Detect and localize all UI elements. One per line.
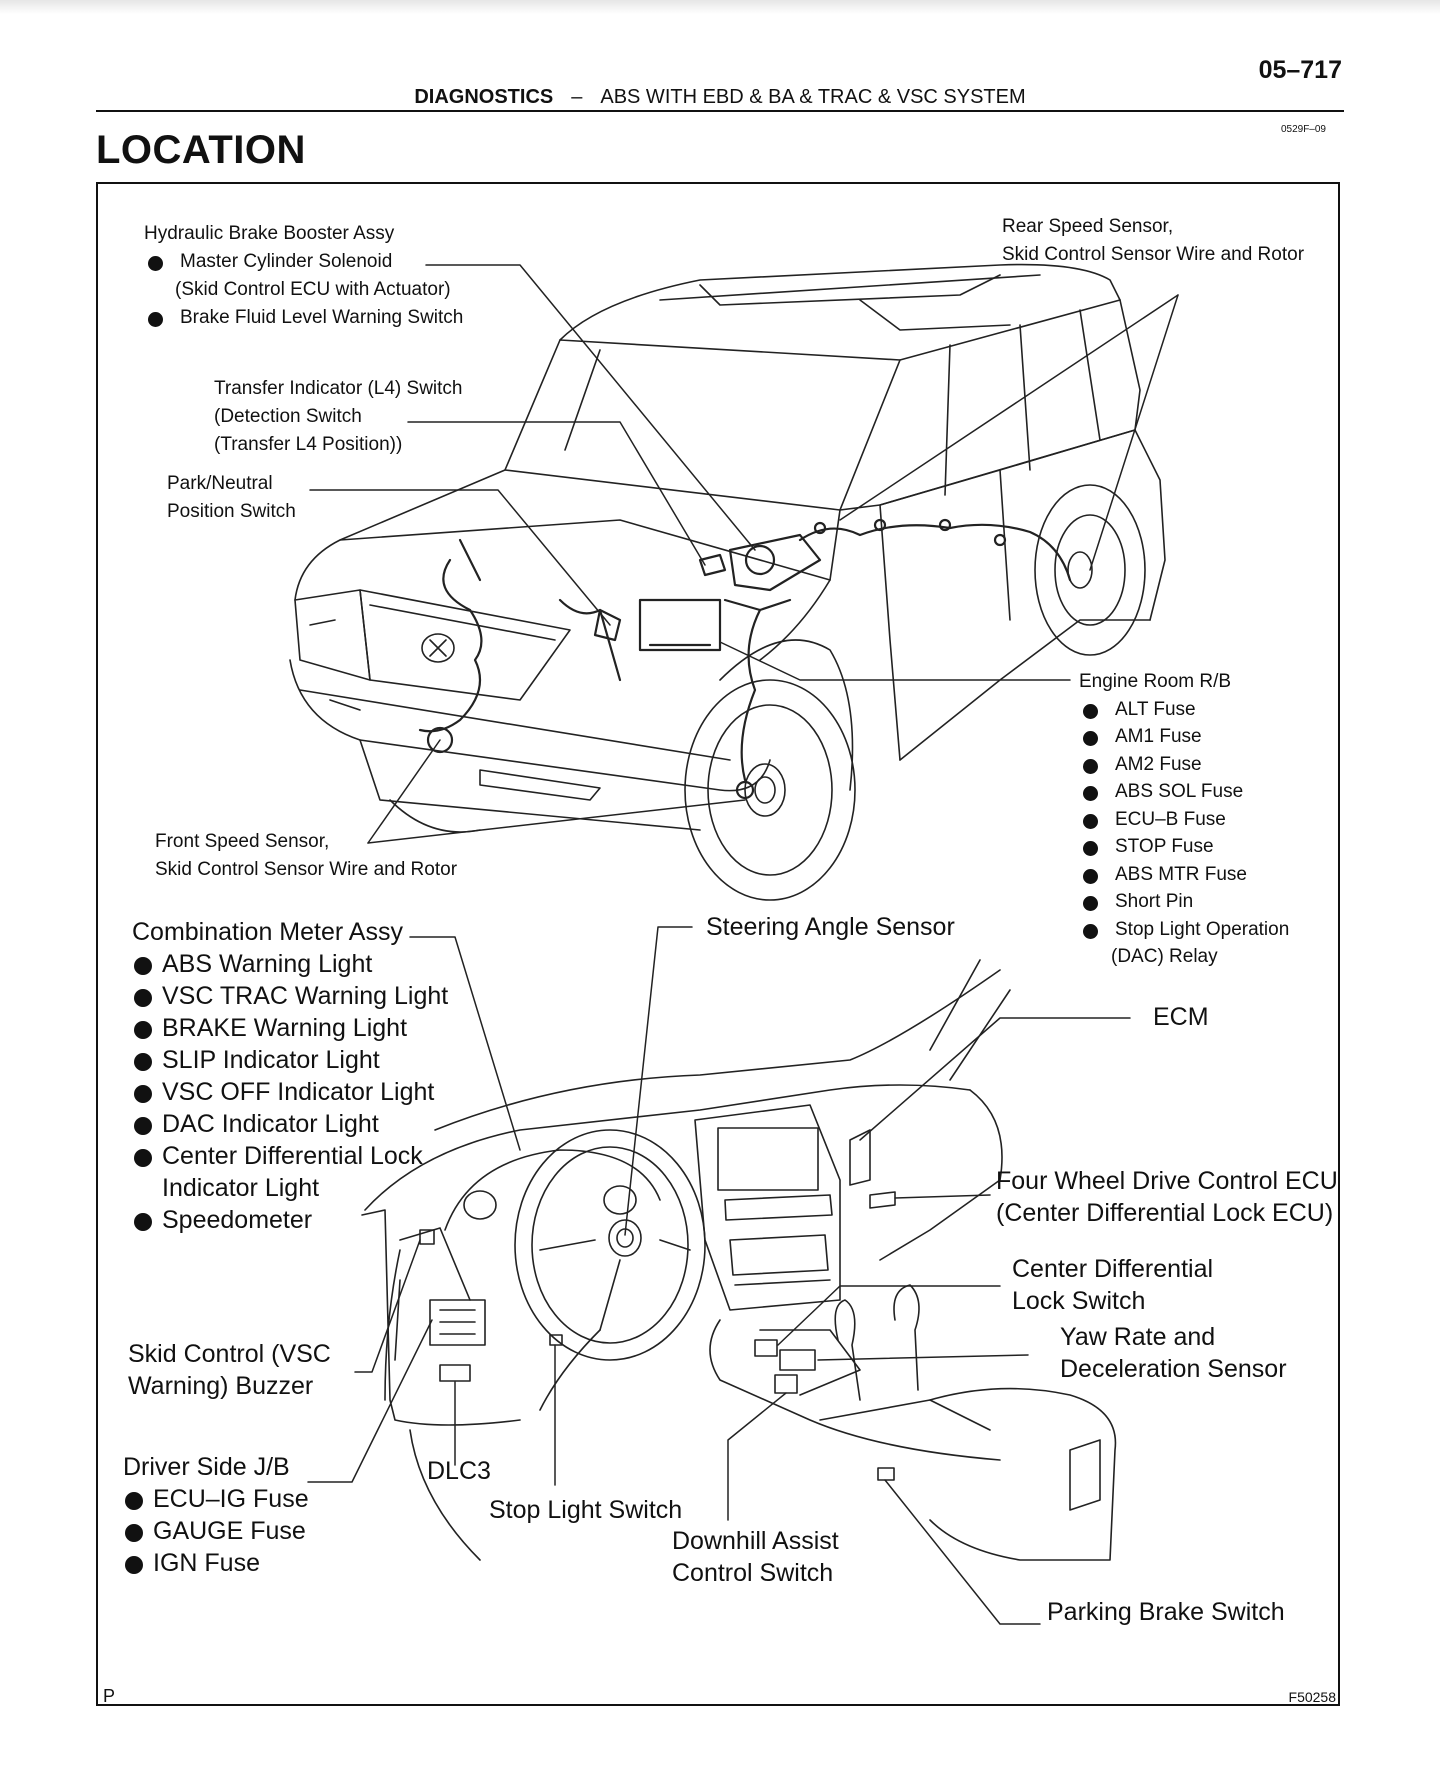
stop-light-switch-label: Stop Light Switch (489, 1496, 683, 1524)
engine-room-item: Short Pin (1079, 888, 1289, 916)
combination-meter-item: Center Differential Lock (132, 1140, 448, 1172)
four-wheel-line-2: (Center Differential Lock ECU) (996, 1199, 1334, 1227)
hydraulic-booster-label: Hydraulic Brake Booster Assy Master Cyli… (144, 220, 463, 332)
relay-block (638, 598, 722, 652)
engine-room-item: Stop Light Operation (1079, 916, 1289, 944)
driver-jb-item: ECU–IG Fuse (123, 1483, 309, 1515)
yaw-rate-line-2: Deceleration Sensor (1060, 1355, 1287, 1383)
hydraulic-item-1-sub: (Skid Control ECU with Actuator) (175, 279, 451, 300)
combination-meter-item: VSC TRAC Warning Light (132, 980, 448, 1012)
engine-room-item: ECU–B Fuse (1079, 806, 1289, 834)
center-diff-lock-switch-label: Center Differential Lock Switch (1012, 1253, 1213, 1317)
park-neutral-label: Park/Neutral Position Switch (167, 470, 296, 526)
engine-room-item: AM2 Fuse (1079, 751, 1289, 779)
engine-room-item: ALT Fuse (1079, 696, 1289, 724)
combination-meter-item: SLIP Indicator Light (132, 1044, 448, 1076)
front-speed-line-1: Front Speed Sensor, (155, 831, 330, 852)
rear-speed-sensor-label: Rear Speed Sensor, Skid Control Sensor W… (1002, 213, 1304, 269)
combination-meter-item: BRAKE Warning Light (132, 1012, 448, 1044)
figure-frame (96, 182, 1340, 1706)
page-top-shade (0, 0, 1440, 14)
section-name: DIAGNOSTICS (414, 86, 554, 108)
page-number: 05–717 (1258, 56, 1342, 84)
header-separator: – (571, 86, 583, 108)
center-diff-line-1: Center Differential (1012, 1255, 1214, 1283)
four-wheel-drive-ecu-label: Four Wheel Drive Control ECU (Center Dif… (996, 1165, 1338, 1229)
document-code: 0529F–09 (1280, 124, 1326, 135)
combination-meter-item: VSC OFF Indicator Light (132, 1076, 448, 1108)
park-neutral-line-2: Position Switch (167, 501, 296, 522)
transfer-line-2: (Detection Switch (214, 406, 362, 427)
rear-speed-line-2: Skid Control Sensor Wire and Rotor (1002, 244, 1305, 265)
downhill-line-1: Downhill Assist (672, 1527, 839, 1555)
section-subject: ABS WITH EBD & BA & TRAC & VSC SYSTEM (600, 86, 1026, 108)
four-wheel-line-1: Four Wheel Drive Control ECU (996, 1167, 1338, 1195)
parking-brake-switch-label: Parking Brake Switch (1047, 1598, 1285, 1626)
downhill-line-2: Control Switch (672, 1559, 834, 1587)
engine-room-item: ABS MTR Fuse (1079, 861, 1289, 889)
engine-room-last-sub: (DAC) Relay (1111, 946, 1218, 967)
hydraulic-item-1: Master Cylinder Solenoid (144, 248, 463, 276)
downhill-assist-switch-label: Downhill Assist Control Switch (672, 1525, 839, 1589)
section-header: DIAGNOSTICS–ABS WITH EBD & BA & TRAC & V… (96, 86, 1344, 109)
hydraulic-heading: Hydraulic Brake Booster Assy (144, 223, 395, 244)
engine-room-item: AM1 Fuse (1079, 723, 1289, 751)
combination-meter-label: Combination Meter Assy ABS Warning Light… (132, 916, 448, 1236)
driver-jb-heading: Driver Side J/B (123, 1453, 290, 1481)
combination-meter-heading: Combination Meter Assy (132, 918, 403, 946)
vehicle-body-drawing (289, 263, 1166, 901)
ecm-label: ECM (1153, 1003, 1209, 1031)
buzzer-line-2: Warning) Buzzer (128, 1372, 314, 1400)
front-speed-line-2: Skid Control Sensor Wire and Rotor (155, 859, 458, 880)
driver-side-jb-label: Driver Side J/B ECU–IG Fuse GAUGE Fuse I… (123, 1451, 309, 1579)
leader-lines (307, 264, 1179, 1625)
engine-room-heading: Engine Room R/B (1079, 671, 1232, 692)
transfer-indicator-label: Transfer Indicator (L4) Switch (Detectio… (214, 375, 463, 459)
steering-angle-sensor-label: Steering Angle Sensor (706, 913, 955, 941)
transfer-line-3: (Transfer L4 Position)) (214, 434, 403, 455)
engine-room-item: ABS SOL Fuse (1079, 778, 1289, 806)
interior-drawing (361, 959, 1117, 1561)
combination-meter-item: Speedometer (132, 1204, 448, 1236)
figure-id: F50258 (1288, 1689, 1336, 1705)
buzzer-line-1: Skid Control (VSC (128, 1340, 331, 1368)
combination-meter-item: ABS Warning Light (132, 948, 448, 980)
vehicle-harness-drawing (418, 518, 1072, 800)
dlc3-label: DLC3 (427, 1457, 491, 1485)
engine-room-rb-label: Engine Room R/B ALT Fuse AM1 Fuse AM2 Fu… (1079, 668, 1289, 971)
driver-jb-item: GAUGE Fuse (123, 1515, 309, 1547)
combination-meter-item-cont: Indicator Light (162, 1174, 320, 1202)
engine-room-item: STOP Fuse (1079, 833, 1289, 861)
header-rule (96, 110, 1344, 112)
yaw-rate-sensor-label: Yaw Rate and Deceleration Sensor (1060, 1321, 1287, 1385)
hydraulic-item-2: Brake Fluid Level Warning Switch (144, 304, 463, 332)
combination-meter-item: DAC Indicator Light (132, 1108, 448, 1140)
driver-jb-item: IGN Fuse (123, 1547, 309, 1579)
center-diff-line-2: Lock Switch (1012, 1287, 1146, 1315)
transfer-line-1: Transfer Indicator (L4) Switch (214, 378, 463, 399)
corner-mark: P (103, 1686, 116, 1706)
page-title: LOCATION (96, 128, 306, 172)
yaw-rate-line-1: Yaw Rate and (1060, 1323, 1216, 1351)
park-neutral-line-1: Park/Neutral (167, 473, 273, 494)
skid-control-buzzer-label: Skid Control (VSC Warning) Buzzer (128, 1338, 331, 1402)
front-speed-sensor-label: Front Speed Sensor, Skid Control Sensor … (155, 828, 457, 884)
rear-speed-line-1: Rear Speed Sensor, (1002, 216, 1174, 237)
